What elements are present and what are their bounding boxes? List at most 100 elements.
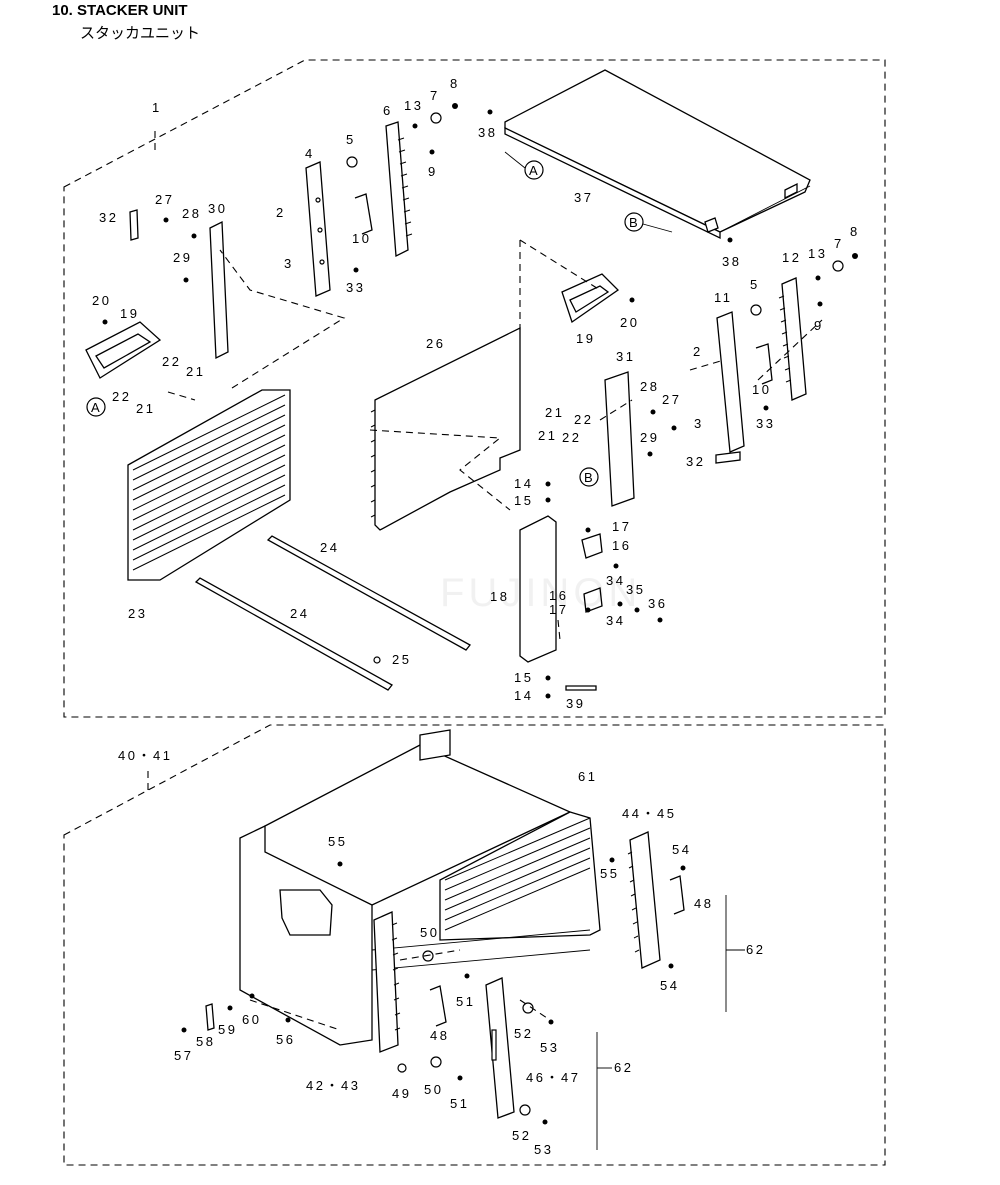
fasteners [102,103,858,1125]
callout-38: 38 [722,254,741,269]
callout-36: 36 [648,596,667,611]
handle-48 [429,875,685,1027]
callout-19: 19 [120,306,139,321]
callout-29: 29 [640,430,659,445]
callout-54: 54 [672,842,691,857]
bar-30 [209,220,229,360]
callout-18: 18 [490,589,509,604]
callout-8: 8 [850,224,860,239]
callout-19: 19 [576,331,595,346]
callout-31: 31 [616,349,635,364]
marker-a-top: A [529,163,538,178]
top-cover-37 [504,69,811,240]
callout-51: 51 [450,1096,469,1111]
callout-39: 39 [566,696,585,711]
callout-50: 50 [420,925,439,940]
callout-33: 33 [756,416,775,431]
callout-56: 56 [276,1032,295,1047]
callout-30: 30 [208,201,227,216]
callout-10: 10 [352,231,371,246]
callout-24: 24 [290,606,309,621]
callout-5: 5 [750,277,760,292]
callout-2: 2 [693,344,703,359]
callout-40-41: 40・41 [118,748,172,763]
callout-4: 4 [305,146,315,161]
callout-25: 25 [392,652,411,667]
callout-1: 1 [152,100,162,115]
callout-17: 17 [549,602,568,617]
callout-50: 50 [424,1082,443,1097]
shaft-24-upper [266,535,471,651]
callout-33: 33 [346,280,365,295]
spring-58 [205,1003,215,1031]
callout-11: 11 [714,290,733,305]
callout-49: 49 [392,1086,411,1101]
bracket-18 [519,515,603,663]
callout-7: 7 [430,88,440,103]
callout-12: 12 [782,250,801,265]
callout-21: 21 [545,405,564,420]
callout-13: 13 [808,246,827,261]
plate-26 [370,326,521,531]
callout-28: 28 [182,206,201,221]
assembly-40-41-frame [63,724,886,1166]
callout-9: 9 [814,318,824,333]
callout-37: 37 [574,190,593,205]
rack-12 [778,277,807,401]
callout-22: 22 [574,412,593,427]
callout-62: 62 [746,942,765,957]
spring-39 [565,685,597,691]
spring-32 [129,209,139,241]
callout-9: 9 [428,164,438,179]
callout-16: 16 [549,588,568,603]
callout-60: 60 [242,1012,261,1027]
callout-15: 15 [514,670,533,685]
callout-34: 34 [606,573,625,588]
callout-26: 26 [426,336,445,351]
marker-b-center: B [584,470,593,485]
stacker-body-40-41 [239,729,601,1046]
marker-b-top: B [629,215,638,230]
callout-24: 24 [320,540,339,555]
callout-29: 29 [173,250,192,265]
assembly-1-frame [63,59,886,718]
callout-48: 48 [430,1028,449,1043]
callout-32: 32 [99,210,118,225]
shaft-24-lower [194,577,393,691]
callout-22: 22 [112,389,131,404]
callout-3: 3 [694,416,704,431]
rack-44-45 [627,831,661,969]
callout-5: 5 [346,132,356,147]
callout-10: 10 [752,382,771,397]
callout-3: 3 [284,256,294,271]
callout-42-43: 42・43 [306,1078,360,1093]
callout-2: 2 [276,205,286,220]
callout-23: 23 [128,606,147,621]
callout-7: 7 [834,236,844,251]
handle-19-center [561,273,620,324]
page-title: 10. STACKER UNIT [52,2,188,19]
callout-20: 20 [620,315,639,330]
callout-21: 21 [186,364,205,379]
callout-34: 34 [606,613,625,628]
callout-15: 15 [514,493,533,508]
callout-14: 14 [514,688,533,703]
callout-55: 55 [328,834,347,849]
callout-59: 59 [218,1022,237,1037]
callout-27: 27 [155,192,174,207]
leader-lines [167,239,823,1031]
tray-23 [127,389,291,581]
plate-4 [305,161,331,297]
callout-21: 21 [136,401,155,416]
callout-38: 38 [478,125,497,140]
callout-51: 51 [456,994,475,1009]
spring-32-right [715,451,741,464]
handle-10-right [755,343,773,385]
callout-52: 52 [514,1026,533,1041]
callout-35: 35 [626,582,645,597]
callout-17: 17 [612,519,631,534]
callout-58: 58 [196,1034,215,1049]
callout-46-47: 46・47 [526,1070,580,1085]
callout-14: 14 [514,476,533,491]
callout-20: 20 [92,293,111,308]
